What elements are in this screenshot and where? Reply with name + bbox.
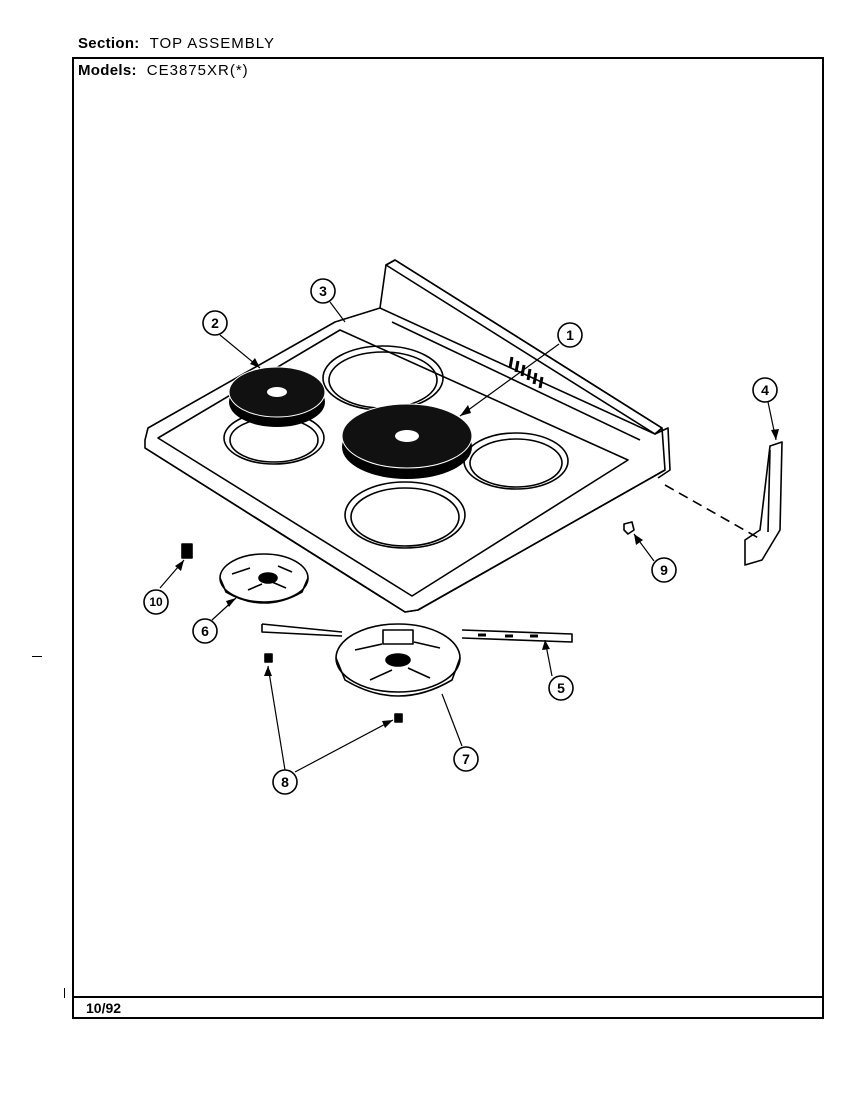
cooktop-front-lip	[144, 447, 666, 613]
callout-8: 8	[272, 769, 298, 795]
cooktop-end-bracket	[654, 427, 671, 479]
scan-mark	[32, 656, 42, 657]
diagram-frame	[72, 57, 824, 1019]
footer-divider	[72, 996, 824, 998]
section-heading: Section: TOP ASSEMBLY	[78, 35, 275, 52]
section-label: Section:	[78, 35, 140, 52]
models-label: Models:	[78, 62, 137, 79]
section-value: TOP ASSEMBLY	[149, 35, 275, 52]
svg-text:3: 3	[319, 283, 327, 299]
support-bar	[261, 623, 573, 643]
callout-9: 9	[651, 557, 677, 583]
callout-6: 6	[192, 618, 218, 644]
callouts: 1 2 3 4 5 6 7 8 9 10	[143, 278, 778, 795]
scan-mark	[64, 988, 65, 998]
svg-text:8: 8	[281, 774, 289, 790]
callout-2: 2	[202, 310, 228, 336]
cooktop-inner-edge	[157, 329, 629, 597]
svg-text:9: 9	[660, 562, 668, 578]
surface-element-small	[228, 366, 326, 427]
alignment-line	[664, 484, 763, 541]
leader-lines	[159, 301, 777, 773]
burner-opening-front-center	[344, 481, 466, 549]
svg-text:6: 6	[201, 623, 209, 639]
burner-opening-rear-center	[322, 345, 444, 411]
svg-text:2: 2	[211, 315, 219, 331]
drip-bowl-small	[219, 553, 309, 604]
backsplash-vents	[508, 356, 544, 389]
models-heading: Models: CE3875XR(*)	[78, 62, 249, 79]
svg-text:10: 10	[149, 595, 163, 609]
footer-date: 10/92	[86, 1000, 122, 1016]
svg-text:4: 4	[761, 382, 769, 398]
callout-1: 1	[557, 322, 583, 348]
clip-8b	[394, 713, 403, 723]
svg-text:1: 1	[566, 327, 574, 343]
svg-text:5: 5	[557, 680, 565, 696]
screw-9	[623, 521, 635, 535]
burner-opening-front-right	[463, 432, 569, 490]
callout-4: 4	[752, 377, 778, 403]
screw-10	[181, 543, 193, 559]
clip-8a	[264, 653, 273, 663]
arrowheads	[175, 358, 779, 728]
callout-10: 10	[143, 589, 169, 615]
callout-3: 3	[310, 278, 336, 304]
backsplash-lower	[391, 321, 641, 441]
side-trim	[744, 441, 783, 566]
drip-bowl-large	[335, 623, 461, 697]
callout-5: 5	[548, 675, 574, 701]
models-value: CE3875XR(*)	[146, 62, 249, 79]
callout-7: 7	[453, 746, 479, 772]
surface-element-large	[341, 403, 473, 479]
svg-text:7: 7	[462, 751, 470, 767]
